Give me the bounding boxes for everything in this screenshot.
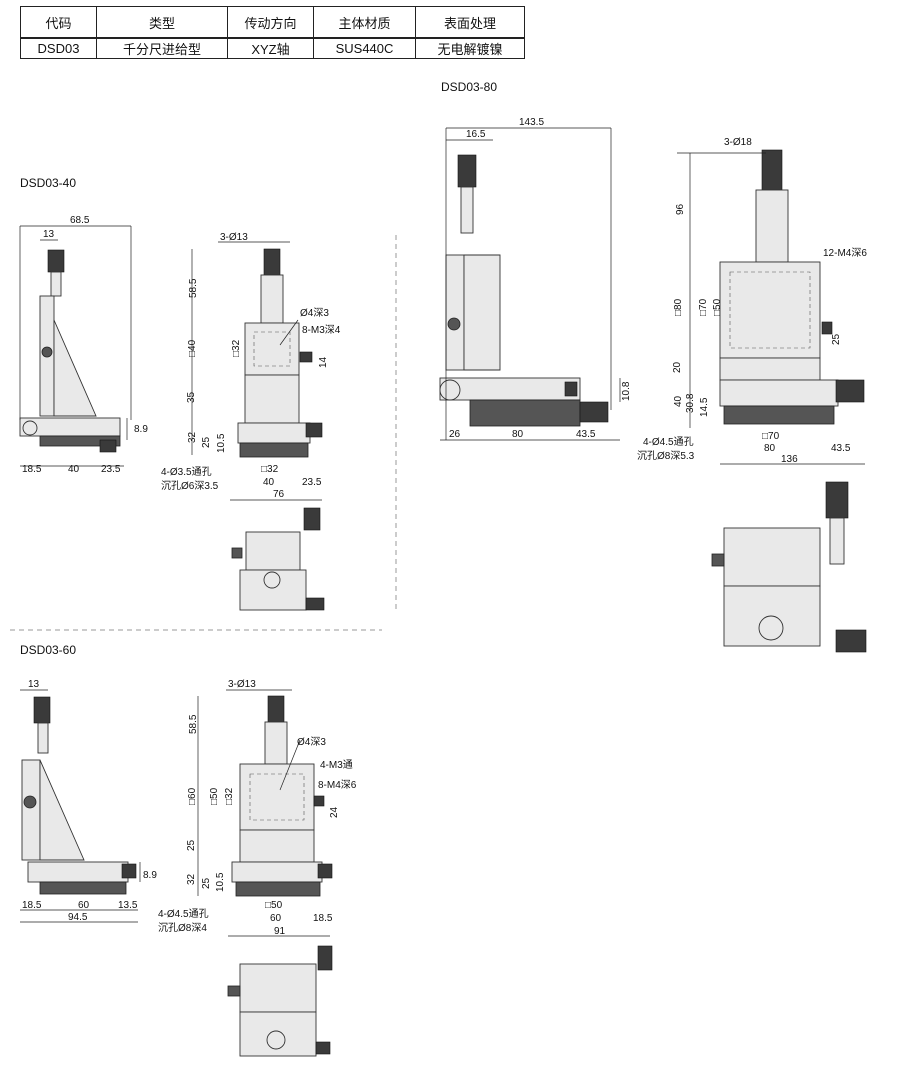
- header-type: 类型: [96, 6, 228, 39]
- front80-d308: 30.8: [685, 393, 696, 413]
- side60-left: 18.5: [22, 900, 42, 911]
- front40-note2: 沉孔Ø6深3.5: [161, 479, 219, 492]
- dsd03-40-top-view: [231, 507, 325, 611]
- front60-plate: □60: [187, 787, 198, 805]
- front40-d14: 14: [318, 356, 329, 368]
- front60-d25b: 25: [201, 877, 212, 889]
- side80-height: 10.8: [621, 381, 632, 401]
- front80-knob: 3-Ø18: [724, 137, 752, 148]
- side60-width: 94.5: [68, 912, 88, 923]
- front60-d32: 32: [186, 873, 197, 885]
- side60-right: 13.5: [118, 900, 138, 911]
- front40-d105: 10.5: [216, 433, 227, 453]
- side40-height: 8.9: [134, 424, 148, 435]
- dsd03-60-top-view: [227, 945, 333, 1057]
- dsd03-40-front-view: 3-Ø13 58.5 Ø4深3 8-M3深4 □40 □32 14 35 32 …: [161, 232, 341, 501]
- front40-b40: 40: [263, 477, 275, 488]
- side60-mid: 60: [78, 900, 90, 911]
- front60-b91: 91: [274, 926, 286, 937]
- side40-right: 23.5: [101, 464, 121, 475]
- front80-b435: 43.5: [831, 443, 851, 454]
- front40-bsq: □32: [261, 464, 279, 475]
- front40-d25: 25: [201, 436, 212, 448]
- front60-d105: 10.5: [215, 872, 226, 892]
- front80-hk: 96: [675, 203, 686, 215]
- value-direction: XYZ轴: [227, 37, 314, 59]
- front60-d25: 25: [186, 839, 197, 851]
- micrometer-knob: [47, 249, 65, 273]
- side40-width: 68.5: [70, 215, 90, 226]
- front40-d35: 35: [186, 391, 197, 403]
- side60-height: 8.9: [143, 870, 157, 881]
- front80-d20: 20: [672, 361, 683, 373]
- front40-hk: 58.5: [188, 278, 199, 298]
- front40-plate: □40: [187, 339, 198, 357]
- header-surface: 表面处理: [415, 6, 525, 39]
- side80-mid: 80: [512, 429, 524, 440]
- title-dsd03-40: DSD03-40: [20, 176, 77, 190]
- front60-tap: 8-M4深6: [318, 779, 357, 791]
- front60-hole: Ø4深3: [297, 736, 326, 748]
- front60-d24: 24: [329, 806, 340, 818]
- front80-s70: □70: [698, 298, 709, 316]
- front60-s50: □50: [209, 787, 220, 805]
- front80-d40: 40: [673, 395, 684, 407]
- dsd03-80-top-view: [711, 481, 867, 653]
- side40-top: 13: [43, 229, 55, 240]
- title-dsd03-60: DSD03-60: [20, 643, 77, 657]
- header-material: 主体材质: [313, 6, 416, 39]
- front80-b80: 80: [764, 443, 776, 454]
- front80-note1: 4-Ø4.5通孔: [643, 436, 694, 448]
- front80-d145: 14.5: [699, 397, 710, 417]
- side80-left: 26: [449, 429, 461, 440]
- side80-width: 143.5: [519, 117, 544, 128]
- value-surface: 无电解镀镍: [415, 37, 525, 59]
- value-type: 千分尺进给型: [96, 37, 228, 59]
- front40-b235: 23.5: [302, 477, 322, 488]
- front40-sq: □32: [231, 339, 242, 357]
- front80-tap: 12-M4深6: [823, 247, 867, 259]
- title-dsd03-80: DSD03-80: [441, 80, 498, 94]
- side60-top: 13: [28, 679, 40, 690]
- dsd03-80-side-view: 143.5 16.5 10.8 26 80 43.5: [439, 117, 632, 441]
- spec-table: 代码 类型 传动方向 主体材质 表面处理 DSD03 千分尺进给型 XYZ轴 S…: [20, 6, 525, 59]
- front60-hk: 58.5: [188, 714, 199, 734]
- dsd03-40-side-view: 68.5 13 8.9 18.5 40 23.5: [19, 215, 148, 475]
- front80-b136: 136: [781, 454, 798, 465]
- front60-b60: 60: [270, 913, 282, 924]
- front40-hole: Ø4深3: [300, 307, 329, 319]
- dsd03-80-front-view: 3-Ø18 96 12-M4深6 □80 □70 □50 25 20 40 30…: [637, 137, 867, 465]
- front60-bsq: □50: [265, 900, 283, 911]
- front80-bsq: □70: [762, 431, 780, 442]
- front40-tap: 8-M3深4: [302, 324, 341, 336]
- front80-d25: 25: [831, 333, 842, 345]
- side80-right: 43.5: [576, 429, 596, 440]
- spec-value-row: DSD03 千分尺进给型 XYZ轴 SUS440C 无电解镀镍: [20, 37, 525, 59]
- spec-header-row: 代码 类型 传动方向 主体材质 表面处理: [20, 6, 525, 39]
- front60-m3: 4-M3通: [320, 759, 353, 771]
- front80-plate: □80: [673, 298, 684, 316]
- front60-knob: 3-Ø13: [228, 679, 256, 690]
- value-material: SUS440C: [313, 37, 416, 59]
- front40-knob: 3-Ø13: [220, 232, 248, 243]
- front40-d32: 32: [187, 431, 198, 443]
- front60-b185: 18.5: [313, 913, 333, 924]
- front80-s50: □50: [712, 298, 723, 316]
- front80-note2: 沉孔Ø8深5.3: [637, 449, 695, 462]
- dsd03-60-front-view: 3-Ø13 58.5 Ø4深3 4-M3通 8-M4深6 □60 □50 □32…: [158, 679, 357, 937]
- side80-top: 16.5: [466, 129, 486, 140]
- front60-note1: 4-Ø4.5通孔: [158, 908, 209, 920]
- dsd03-60-side-view: 13 8.9 18.5 60 13.5 94.5: [20, 679, 157, 923]
- side40-mid: 40: [68, 464, 80, 475]
- header-code: 代码: [20, 6, 97, 39]
- front60-note2: 沉孔Ø8深4: [158, 921, 207, 934]
- front40-b76: 76: [273, 489, 285, 500]
- side40-left: 18.5: [22, 464, 42, 475]
- front60-s32: □32: [224, 787, 235, 805]
- front40-note1: 4-Ø3.5通孔: [161, 466, 212, 478]
